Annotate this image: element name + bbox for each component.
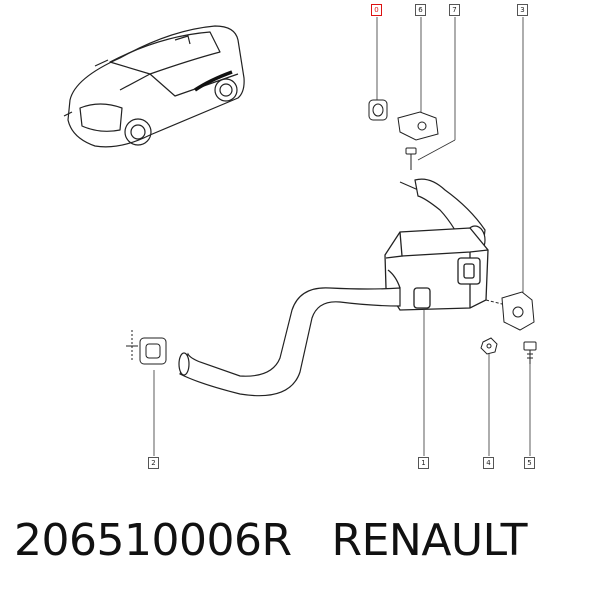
exhaust-tail-pipe (178, 287, 401, 397)
car-thumbnail (63, 25, 245, 148)
muffler (384, 227, 489, 311)
part-caption: 206510006R RENAULT (14, 515, 527, 566)
part-number: 206510006R (14, 515, 292, 566)
leader-lines (153, 17, 531, 456)
callout-0[interactable]: 0 (371, 4, 382, 16)
nut-4 (480, 337, 498, 355)
callout-5[interactable]: 5 (524, 457, 535, 469)
callout-2[interactable]: 2 (148, 457, 159, 469)
brand-name: RENAULT (331, 515, 528, 566)
callout-4[interactable]: 4 (483, 457, 494, 469)
bracket-3 (485, 291, 535, 331)
exhaust-diagram (63, 17, 537, 456)
callout-1[interactable]: 1 (418, 457, 429, 469)
callout-3[interactable]: 3 (517, 4, 528, 16)
clamp-2 (126, 330, 167, 365)
callout-7[interactable]: 7 (449, 4, 460, 16)
rubber-mount-0 (368, 99, 388, 121)
callout-6[interactable]: 6 (415, 4, 426, 16)
bolt-7 (405, 147, 417, 170)
bolt-5 (523, 341, 537, 364)
bracket-6 (397, 111, 439, 141)
